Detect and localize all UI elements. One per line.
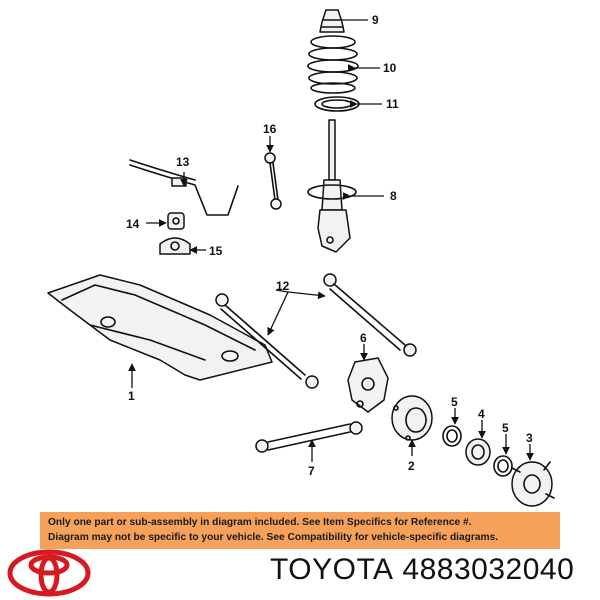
part-2-hub-bearing <box>391 395 433 441</box>
part-16-stabilizer-link <box>264 152 282 210</box>
part-9-bump-stop <box>319 9 345 33</box>
part-15-bracket <box>159 237 191 255</box>
part-7-lower-control-arm <box>255 421 363 453</box>
callout-4: 4 <box>478 407 485 421</box>
disclaimer-line-2: Diagram may not be specific to your vehi… <box>48 532 499 543</box>
callout-16: 16 <box>263 122 277 136</box>
callout-10: 10 <box>383 61 397 75</box>
callout-1: 1 <box>128 389 135 403</box>
part-8-strut-assembly <box>307 119 357 253</box>
callout-labels: 1 2 3 4 5 5 6 7 8 9 10 11 12 13 14 15 16 <box>126 13 533 478</box>
callout-7: 7 <box>308 464 315 478</box>
callout-8: 8 <box>390 189 397 203</box>
callout-6: 6 <box>360 331 367 345</box>
callout-11: 11 <box>386 97 399 111</box>
part-6-knuckle <box>347 357 389 413</box>
callout-5a: 5 <box>451 395 458 409</box>
disclaimer-line-1: Only one part or sub-assembly in diagram… <box>48 517 472 528</box>
callout-13: 13 <box>176 155 190 169</box>
part-10-coil-spring <box>307 35 359 94</box>
disclaimer-banner: Only one part or sub-assembly in diagram… <box>40 512 560 549</box>
brand-part-line: TOYOTA 4883032040 <box>270 553 596 593</box>
callout-5b: 5 <box>502 421 509 435</box>
leader-lines <box>128 19 534 462</box>
suspension-exploded-diagram: 1 2 3 4 5 5 6 7 8 9 10 11 12 13 14 15 16 <box>47 9 555 507</box>
callout-2: 2 <box>408 459 415 473</box>
part-5-snap-ring-a <box>442 425 462 447</box>
part-12-upper-control-arms <box>215 273 417 389</box>
callout-3: 3 <box>526 431 533 445</box>
toyota-logo-icon <box>7 549 91 597</box>
part-4-bearing <box>465 438 491 466</box>
part-number: 4883032040 <box>402 553 575 586</box>
callout-12: 12 <box>276 279 290 293</box>
callout-15: 15 <box>209 244 223 258</box>
part-5-snap-ring-b <box>493 455 513 477</box>
callout-9: 9 <box>372 13 379 27</box>
part-11-spring-seat <box>314 96 360 112</box>
brand-name: TOYOTA <box>270 553 394 586</box>
part-3-wheel-hub <box>511 461 555 507</box>
callout-14: 14 <box>126 217 140 231</box>
part-1-crossmember <box>47 274 273 381</box>
part-14-bushing <box>167 212 185 230</box>
